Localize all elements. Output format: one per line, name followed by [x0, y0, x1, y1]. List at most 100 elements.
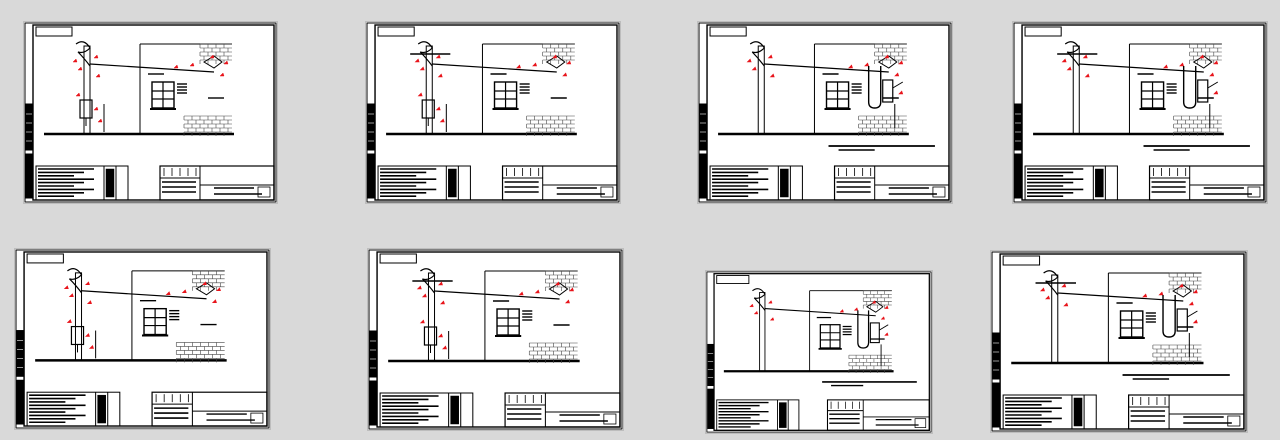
callout-marker	[1082, 54, 1088, 59]
left-stamp-lower	[369, 380, 377, 426]
title-block-cell	[932, 186, 946, 198]
left-stamp-lower	[707, 388, 714, 429]
drawing-frame	[999, 253, 1245, 430]
callout-marker	[441, 345, 447, 350]
riser-pipe	[857, 310, 870, 349]
drawing-sheet-8[interactable]	[991, 251, 1247, 432]
callout-marker	[173, 64, 179, 69]
left-stamp-upper	[707, 343, 714, 387]
left-stamp-lower	[367, 153, 375, 199]
callout-marker	[1199, 54, 1205, 59]
drawing-sheet-3-svg	[698, 22, 952, 203]
spec-table-stamp	[1095, 168, 1104, 198]
sheet-outer-border	[366, 22, 620, 203]
callout-marker	[1188, 301, 1194, 306]
utility-pole	[427, 272, 436, 362]
left-stamp-upper	[369, 330, 377, 378]
drawing-sheet-6-svg	[368, 249, 623, 430]
title-block	[1148, 165, 1265, 201]
callout-marker	[84, 281, 90, 286]
sheet-outer-border	[706, 271, 932, 433]
callout-marker	[749, 303, 754, 308]
left-stamp-upper	[16, 330, 24, 377]
spec-table	[35, 165, 129, 201]
utility-pole	[1051, 274, 1059, 364]
left-stamp-upper	[992, 332, 1000, 380]
drawing-sheet-6[interactable]	[368, 249, 623, 430]
callout-marker	[884, 54, 890, 59]
callout-marker	[209, 54, 215, 59]
corner-stamp	[1024, 26, 1062, 37]
callout-marker	[1061, 58, 1067, 63]
title-block	[826, 399, 930, 431]
drawing-sheet-5[interactable]	[15, 249, 270, 429]
callout-marker	[1213, 90, 1219, 95]
callout-marker	[437, 333, 443, 338]
callout-marker	[211, 299, 217, 303]
callout-marker	[93, 106, 99, 111]
riser-pipe	[867, 66, 882, 109]
title-block	[504, 392, 621, 428]
callout-marker	[1061, 283, 1067, 288]
title-block	[501, 165, 618, 201]
meter-box	[1176, 308, 1188, 332]
corner-stamp	[379, 253, 417, 264]
drawing-sheet-4[interactable]	[1013, 22, 1267, 203]
callout-marker	[1142, 293, 1148, 298]
callout-marker	[564, 299, 570, 304]
callout-marker	[746, 58, 752, 63]
title-block-cell	[257, 186, 271, 198]
sheet-outer-border	[368, 249, 623, 430]
drawing-sheet-2[interactable]	[366, 22, 620, 203]
callout-marker	[880, 316, 885, 320]
callout-marker	[1066, 66, 1072, 71]
sheet-outer-border	[698, 22, 952, 203]
callout-marker	[435, 54, 441, 59]
pole-insulators	[1043, 270, 1059, 296]
drawing-frame	[1021, 24, 1265, 201]
callout-marker	[1192, 289, 1198, 294]
pole-box	[70, 325, 85, 346]
drawing-frame	[713, 273, 930, 431]
utility-pole	[425, 45, 433, 135]
callout-marker	[95, 73, 101, 78]
spec-table-stamp	[448, 168, 457, 198]
callout-marker	[554, 281, 560, 286]
spec-table	[26, 391, 121, 427]
sheet-outer-border	[24, 22, 277, 203]
spec-table	[1024, 165, 1118, 201]
drawing-sheet-3[interactable]	[698, 22, 952, 203]
corner-stamp	[377, 26, 415, 37]
sheet-outer-border	[1013, 22, 1267, 203]
callout-marker	[1213, 60, 1219, 65]
callout-marker	[86, 300, 92, 304]
callout-marker	[201, 281, 207, 286]
meter-box	[1197, 79, 1209, 103]
drawing-sheet-1-svg	[24, 22, 277, 203]
callout-marker	[884, 305, 889, 309]
title-block-cell	[914, 418, 927, 428]
callout-marker	[219, 72, 225, 77]
callout-marker	[1178, 283, 1184, 288]
title-block-cell	[603, 413, 617, 425]
drawing-sheet-1[interactable]	[24, 22, 277, 203]
callout-marker	[215, 287, 221, 292]
callout-marker	[767, 54, 773, 59]
utility-pole	[759, 292, 766, 372]
callout-marker	[84, 333, 90, 337]
utility-pole	[83, 45, 91, 135]
callout-marker	[751, 66, 757, 71]
callout-marker	[181, 289, 187, 294]
drawing-sheet-7[interactable]	[706, 271, 932, 433]
title-block-cell	[1227, 415, 1241, 427]
callout-marker	[898, 90, 904, 95]
callout-marker	[515, 64, 521, 69]
meter-box-lead	[892, 81, 904, 89]
callout-marker	[417, 92, 423, 97]
left-stamp-lower	[25, 153, 33, 199]
sheet-outer-border	[15, 249, 270, 429]
callout-marker	[88, 345, 94, 349]
callout-marker	[894, 72, 900, 77]
callout-marker	[1192, 319, 1198, 324]
title-block-cell	[600, 186, 614, 198]
